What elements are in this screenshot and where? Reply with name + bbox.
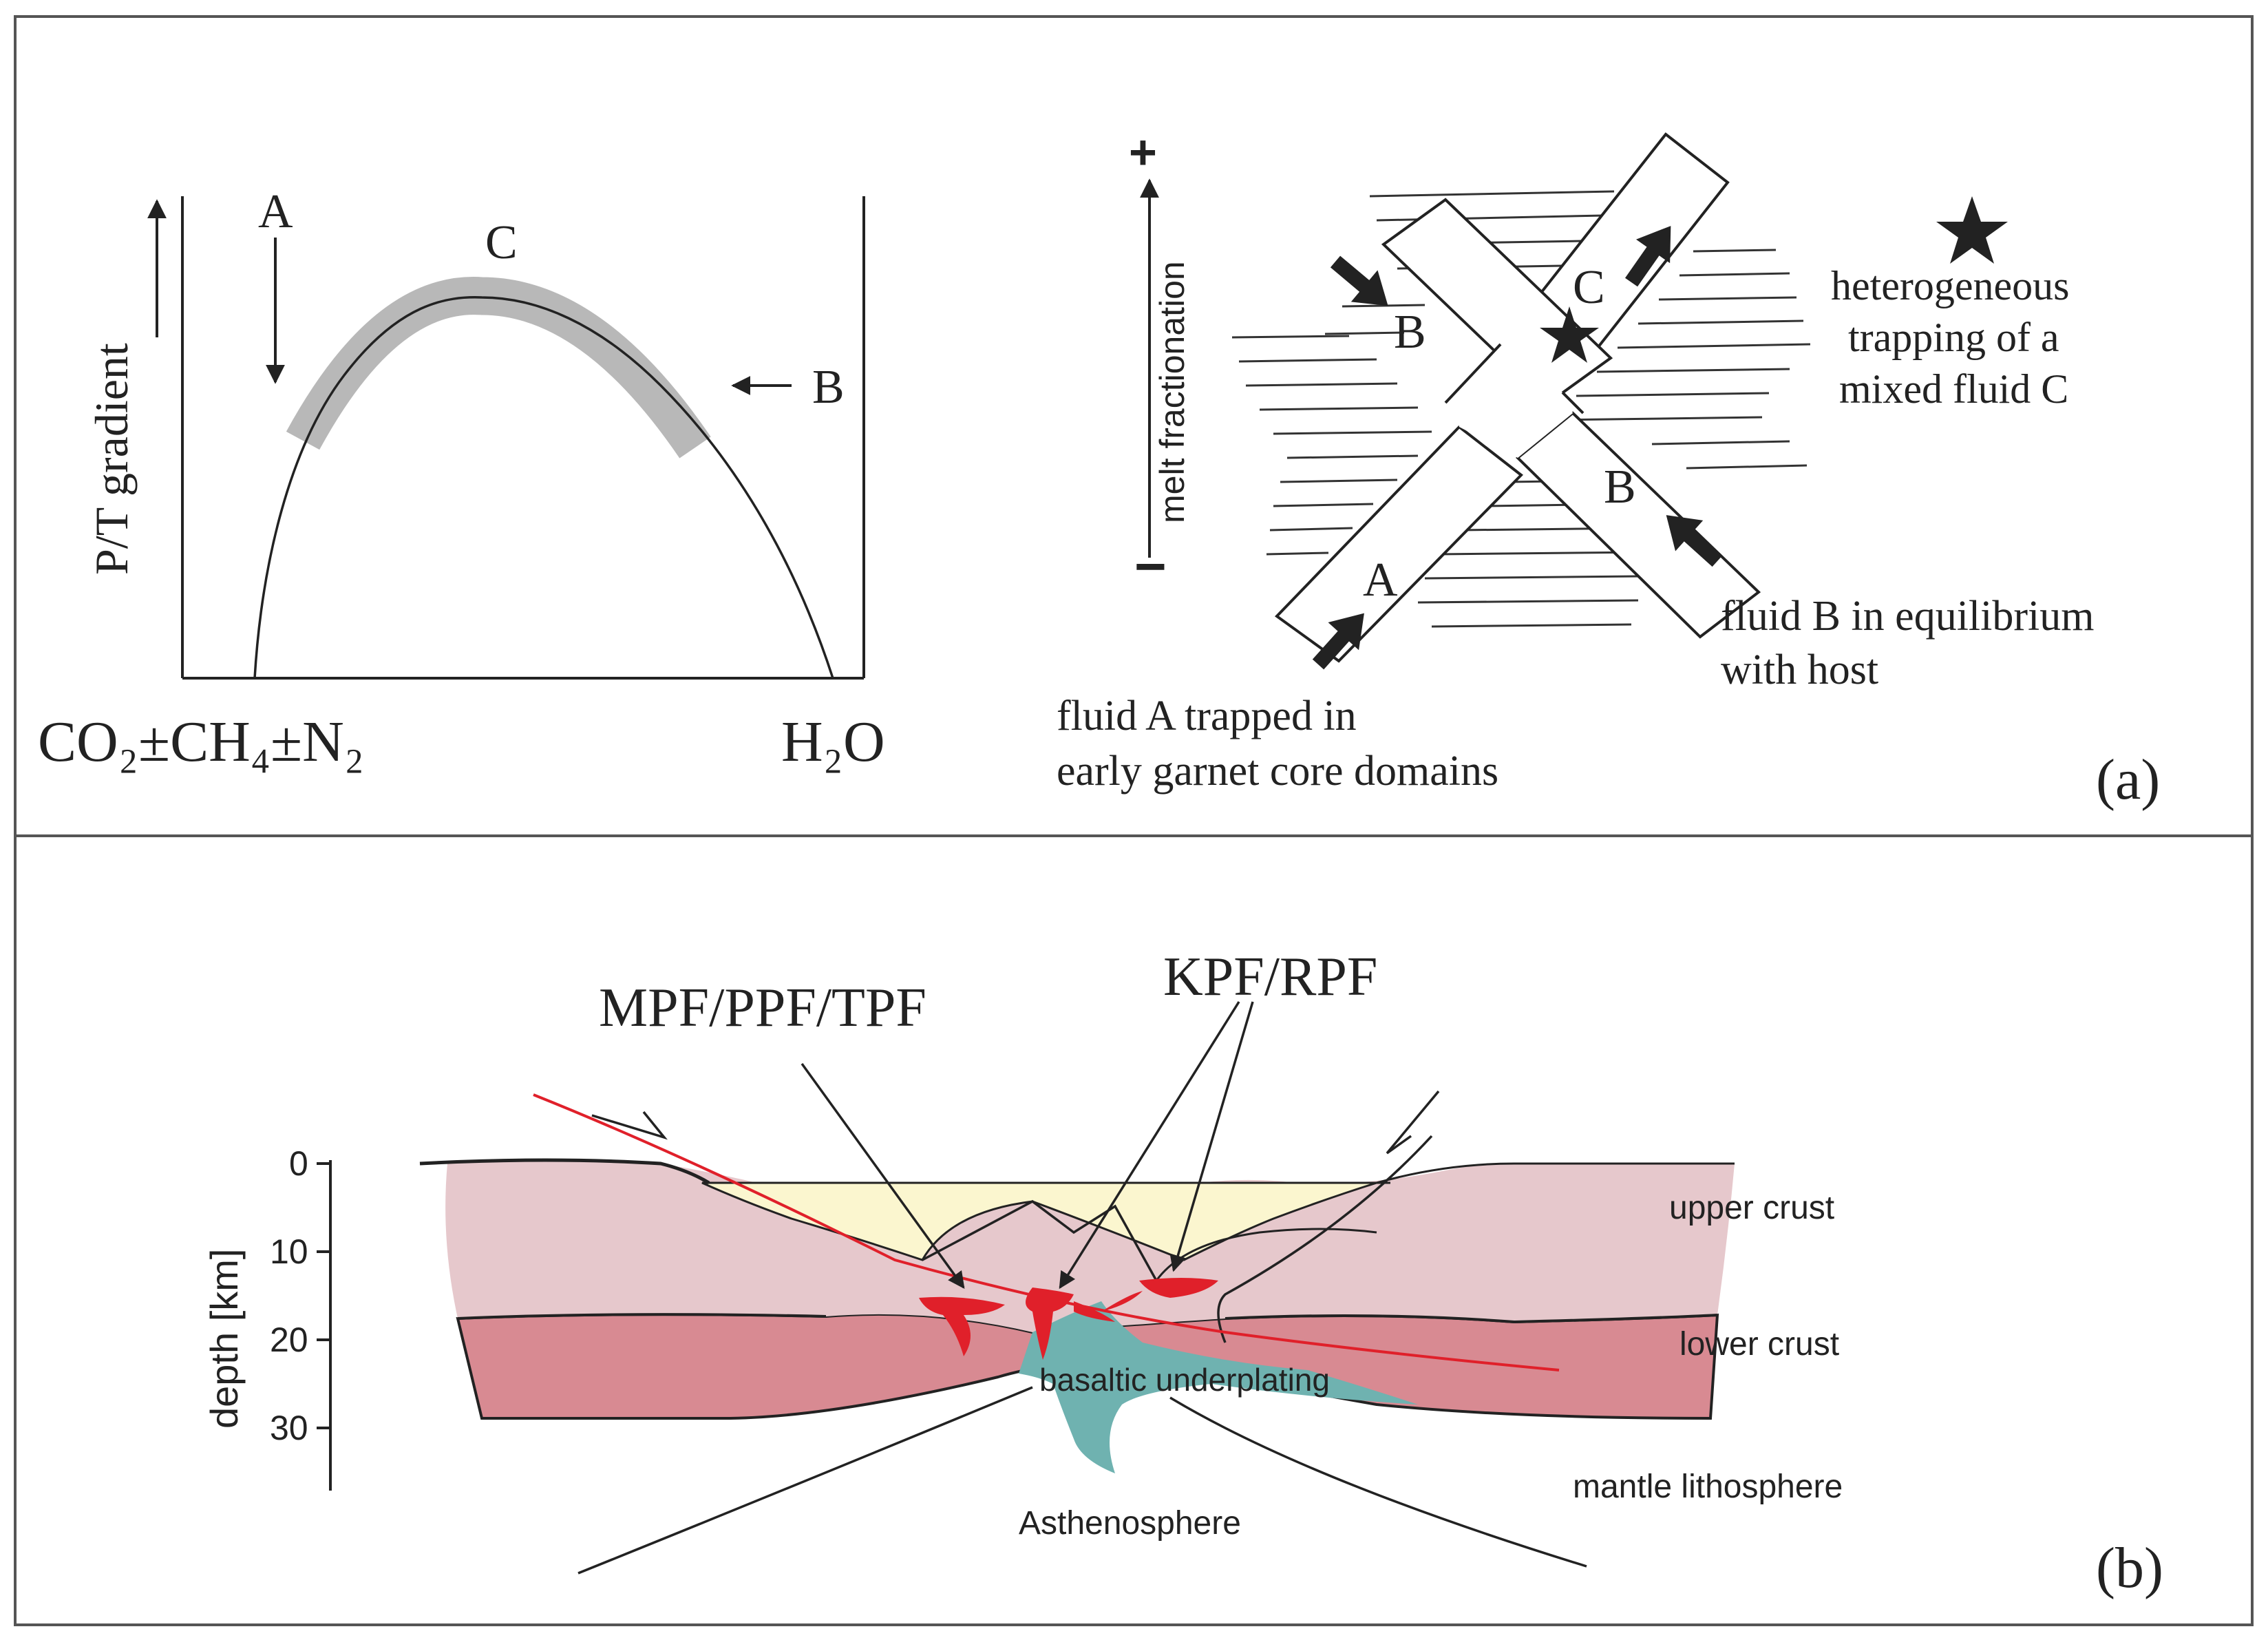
- legend-line-1: heterogeneous: [1831, 263, 2070, 308]
- basaltic-underplating: [1019, 1301, 1418, 1473]
- star-icon: [1540, 306, 1599, 363]
- upper-crust-label: upper crust: [1669, 1190, 1834, 1226]
- depth-axis-label: depth [km]: [202, 1249, 246, 1429]
- legend-star-icon: [1936, 196, 2008, 264]
- kpf-pointer-right: [1169, 1001, 1254, 1272]
- point-c-label: C: [485, 216, 518, 269]
- solvus-shaded-band: [286, 277, 711, 459]
- depth-tick-0: 0: [289, 1144, 308, 1183]
- vein-label-c: C: [1573, 261, 1605, 314]
- axis-minus-sign: −: [1134, 536, 1167, 597]
- east-normal-fault: [1217, 1135, 1433, 1343]
- panel-a-label: (a): [2096, 748, 2160, 812]
- fluid-a-line-2: early garnet core domains: [1057, 748, 1498, 795]
- mantle-boundary-left: [577, 1386, 1033, 1575]
- melt-fractionation-label: melt fractionation: [1153, 261, 1191, 523]
- depth-tick-10: 10: [270, 1232, 308, 1271]
- fluid-a-line-1: fluid A trapped in: [1057, 693, 1357, 739]
- solvus-curve: [253, 296, 834, 679]
- cross-section: MPF/PPF/TPF KPF/RPF 0 10 20 30 depth [km…: [202, 947, 1843, 1575]
- panel-b-label: (b): [2096, 1536, 2163, 1600]
- upper-lower-boundary: [457, 1313, 827, 1320]
- red-intrusions: [919, 1278, 1218, 1360]
- mantle-boundary-right: [1169, 1396, 1587, 1568]
- vein-bands: [1274, 132, 1761, 663]
- vein-label-b-upper: B: [1394, 306, 1426, 359]
- fault-label-right: KPF/RPF: [1163, 947, 1377, 1007]
- lower-crust-label: lower crust: [1679, 1326, 1839, 1363]
- kpf-pointer-left: [1059, 1001, 1240, 1290]
- vein-label-b-lower: B: [1604, 461, 1636, 514]
- fluid-b-line-2: with host: [1721, 646, 1878, 693]
- lower-crust-layer: [456, 1312, 1719, 1420]
- basaltic-underplating-label: basaltic underplating: [1039, 1362, 1330, 1398]
- panel-b-frame: [14, 834, 2254, 1626]
- fluid-arrows: [1312, 226, 1723, 670]
- depth-tick-30: 30: [270, 1409, 308, 1447]
- asthenosphere-label: Asthenosphere: [1019, 1505, 1241, 1542]
- legend-line-2: trapping of a: [1848, 315, 2059, 360]
- fluid-b-lower-arrow-icon: [1666, 515, 1723, 567]
- point-b-label: B: [812, 361, 845, 414]
- mantle-lithosphere-label: mantle lithosphere: [1573, 1469, 1843, 1505]
- point-a-label: A: [258, 185, 293, 238]
- fluid-b-upper-arrow-icon: [1330, 255, 1388, 306]
- horst-structure: [922, 1199, 1158, 1281]
- fluid-c-arrow-icon: [1624, 226, 1671, 287]
- fault-motion-right-icon: [1386, 1090, 1440, 1155]
- pt-gradient-label: P/T gradient: [85, 343, 138, 575]
- fluid-a-arrow-icon: [1312, 613, 1364, 670]
- fault-label-left: MPF/PPF/TPF: [599, 978, 926, 1038]
- fluid-b-line-1: fluid B in equilibrium: [1721, 593, 2094, 640]
- phase-diagram: P/T gradient A C B CO₂±CH₄±N₂ H₂O: [38, 185, 885, 774]
- x-right-label: H₂O: [781, 710, 885, 774]
- depth-ticks: [317, 1162, 330, 1429]
- vein-label-a: A: [1363, 554, 1398, 607]
- legend-line-3: mixed fluid C: [1839, 366, 2068, 412]
- x-left-label: CO₂±CH₄±N₂: [38, 710, 364, 774]
- axis-plus-sign: +: [1129, 125, 1157, 179]
- mpf-pointer: [801, 1062, 965, 1289]
- fault-motion-left-icon: [591, 1111, 668, 1140]
- vein-diagram: + − melt fractionation: [1057, 125, 2094, 795]
- depth-tick-20: 20: [270, 1321, 308, 1359]
- vein-junction-lines: [1444, 343, 1585, 414]
- crust-top-line: [419, 1158, 710, 1185]
